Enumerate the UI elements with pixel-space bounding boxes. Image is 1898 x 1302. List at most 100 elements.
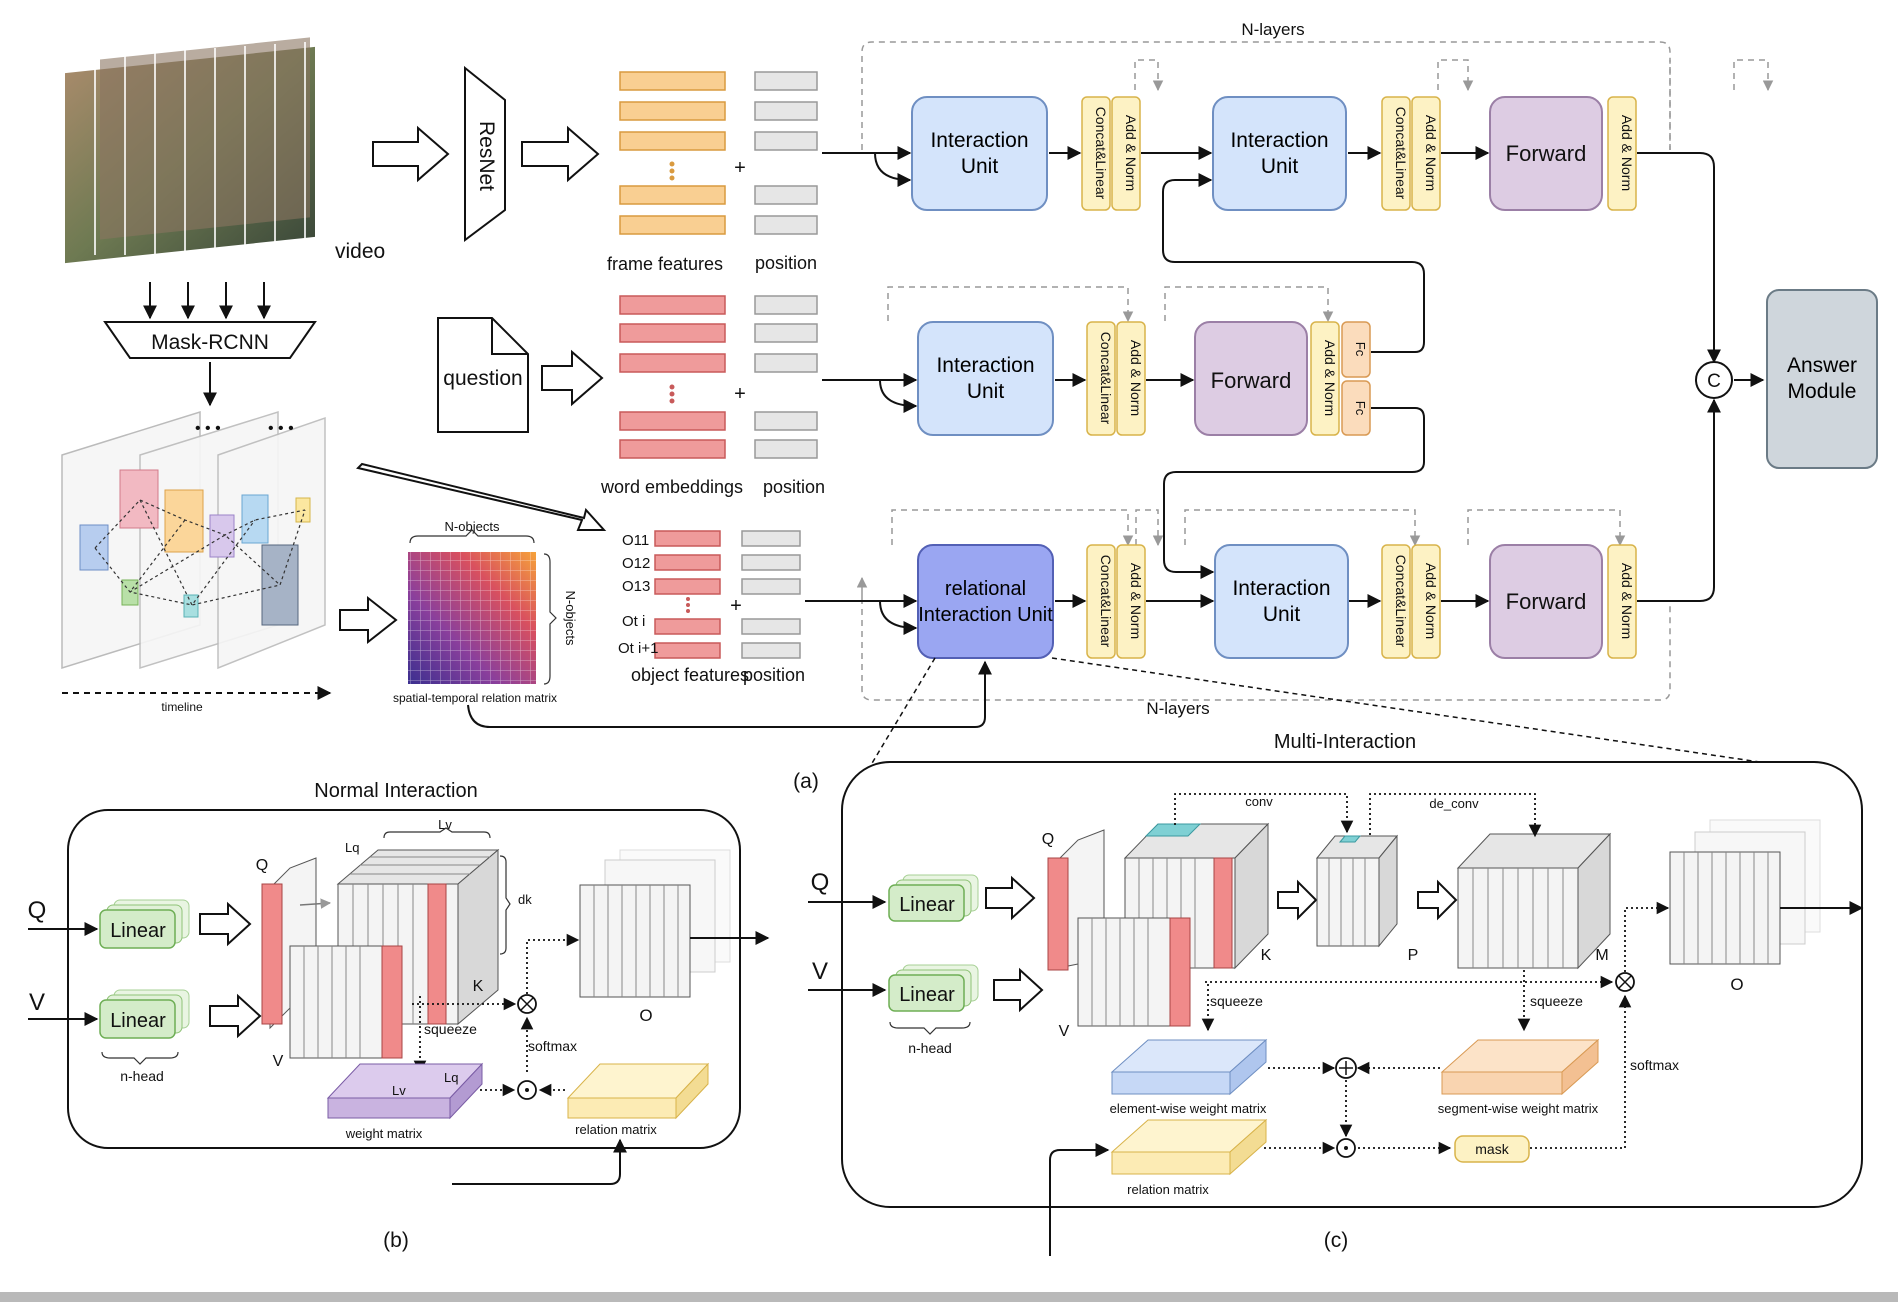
- multi-title: Multi-Interaction: [1274, 731, 1416, 753]
- normal-squeeze-label: squeeze: [424, 1021, 477, 1037]
- bottom-border-bar: [0, 1292, 1898, 1302]
- timeline-label: timeline: [161, 700, 203, 714]
- interaction-unit-label: Interaction Unit: [1232, 576, 1331, 626]
- normal-q-matrix-label: Q: [256, 857, 268, 874]
- object-features: [654, 530, 721, 659]
- normal-v-matrix-label: V: [273, 1053, 284, 1070]
- multi-o-cube: [1669, 819, 1821, 965]
- frame-features-label: frame features: [607, 254, 723, 274]
- word-plus: +: [734, 383, 746, 405]
- row1-forward: Forward Add & Norm: [1489, 96, 1637, 211]
- word-embeddings: [619, 295, 726, 459]
- multi-o-label: O: [1730, 975, 1743, 994]
- frame-position: [754, 71, 818, 235]
- addnorm-label: Add & Norm: [1423, 563, 1439, 639]
- normal-linear-v: Linear: [99, 989, 190, 1039]
- addnorm-label: Add & Norm: [1123, 115, 1139, 191]
- normal-k-label: K: [473, 978, 484, 995]
- object-label-5: Ot i+1: [618, 640, 658, 657]
- multi-relation-matrix-label: relation matrix: [1127, 1182, 1209, 1197]
- fc-label-1: Fc: [1353, 342, 1368, 357]
- forward-label: Forward: [1506, 589, 1587, 614]
- word-position-label: position: [763, 477, 825, 497]
- element-wise-weight-matrix: [1110, 1038, 1268, 1096]
- normal-o-cube: [579, 849, 731, 998]
- linear-label: Linear: [110, 1010, 166, 1032]
- mask-label: mask: [1475, 1141, 1509, 1157]
- multi-v-label: V: [812, 958, 828, 985]
- row1-interaction-unit-1: Interaction Unit: [911, 96, 1048, 211]
- top-connectors: [467, 146, 1765, 728]
- normal-softmax-label: softmax: [528, 1038, 577, 1054]
- caption-a: (a): [793, 770, 819, 793]
- row2-forward: Forward Add & Norm Fc Fc: [1194, 321, 1371, 436]
- concat-label: Concat&Linear: [1393, 555, 1409, 648]
- multi-nhead-label: n-head: [908, 1040, 952, 1056]
- concat-label: Concat&Linear: [1098, 332, 1114, 425]
- row3-concat-addnorm-2: Concat&Linear Add & Norm: [1381, 544, 1441, 659]
- multi-q-matrix-label: Q: [1042, 831, 1054, 848]
- normal-weight-matrix: [326, 1062, 484, 1120]
- n-layers-top-label: N-layers: [1241, 20, 1304, 39]
- multi-softmax-label: softmax: [1630, 1057, 1679, 1073]
- normal-ops: [412, 933, 580, 1097]
- addnorm-label: Add & Norm: [1128, 563, 1144, 639]
- relational-unit-label: relational Interaction Unit: [918, 577, 1053, 626]
- row2-interaction-unit: Interaction Unit: [917, 321, 1054, 436]
- mask-rcnn-block: [103, 321, 317, 359]
- object-label-2: O12: [622, 555, 650, 572]
- forward-label: Forward: [1506, 141, 1587, 166]
- question-document: [437, 317, 529, 433]
- row1-concat-addnorm-1: Concat&Linear Add & Norm: [1081, 96, 1141, 211]
- answer-module: [1766, 289, 1878, 469]
- resnet-block: [464, 65, 506, 242]
- linear-label: Linear: [899, 984, 955, 1006]
- word-position: [754, 295, 818, 459]
- deconv-label: de_conv: [1429, 796, 1479, 811]
- concat-circle: [1695, 361, 1733, 399]
- linear-label: Linear: [899, 894, 955, 916]
- normal-hollow-arrows: [199, 901, 262, 1039]
- interaction-unit-label: Interaction Unit: [936, 353, 1035, 403]
- normal-o-label: O: [639, 1006, 652, 1025]
- frame-position-label: position: [755, 253, 817, 273]
- row3-forward: Forward Add & Norm: [1489, 544, 1637, 659]
- object-label-3: O13: [622, 578, 650, 595]
- frame-dots: [669, 161, 675, 181]
- frame-to-maskrcnn-arrows: [143, 282, 271, 320]
- segment-matrix-label: segment-wise weight matrix: [1438, 1101, 1599, 1116]
- n-objects-side-label: N-objects: [563, 591, 578, 646]
- caption-c: (c): [1324, 1229, 1349, 1252]
- mask-block: [1454, 1135, 1530, 1163]
- conv-label: conv: [1245, 794, 1273, 809]
- normal-v-label: V: [29, 989, 45, 1016]
- object-position-label: position: [743, 665, 805, 685]
- weight-lv-label: Lv: [392, 1083, 406, 1098]
- video-frames: [65, 37, 315, 264]
- mask-rcnn-label: Mask-RCNN: [151, 331, 269, 354]
- object-features-label: object features: [631, 665, 749, 685]
- normal-title: Normal Interaction: [314, 780, 477, 802]
- addnorm-label: Add & Norm: [1423, 115, 1439, 191]
- normal-linear-q: Linear: [99, 899, 190, 949]
- multi-v-matrix-label: V: [1059, 1023, 1070, 1040]
- interaction-unit-label: Interaction Unit: [930, 128, 1029, 178]
- video-label: video: [335, 240, 385, 263]
- word-dots: [669, 384, 675, 404]
- segment-wise-weight-matrix: [1440, 1038, 1600, 1096]
- concat-symbol: C: [1707, 371, 1721, 392]
- multi-p-label: P: [1408, 947, 1419, 964]
- multi-k-label: K: [1261, 947, 1272, 964]
- n-layer-frames: [861, 41, 1774, 701]
- object-planes: • • • • • •: [61, 410, 326, 670]
- hollow-arrows: [339, 125, 607, 645]
- object-label-4: Ot i: [622, 613, 645, 630]
- n-layers-bottom-label: N-layers: [1146, 699, 1209, 718]
- multi-linear-v: Linear: [888, 964, 979, 1012]
- multi-linear-q: Linear: [888, 874, 979, 922]
- addnorm-label: Add & Norm: [1619, 563, 1635, 639]
- concat-label: Concat&Linear: [1098, 555, 1114, 648]
- normal-lv-label: Lv: [438, 817, 452, 832]
- relation-matrix-caption: spatial-temporal relation matrix: [393, 691, 557, 705]
